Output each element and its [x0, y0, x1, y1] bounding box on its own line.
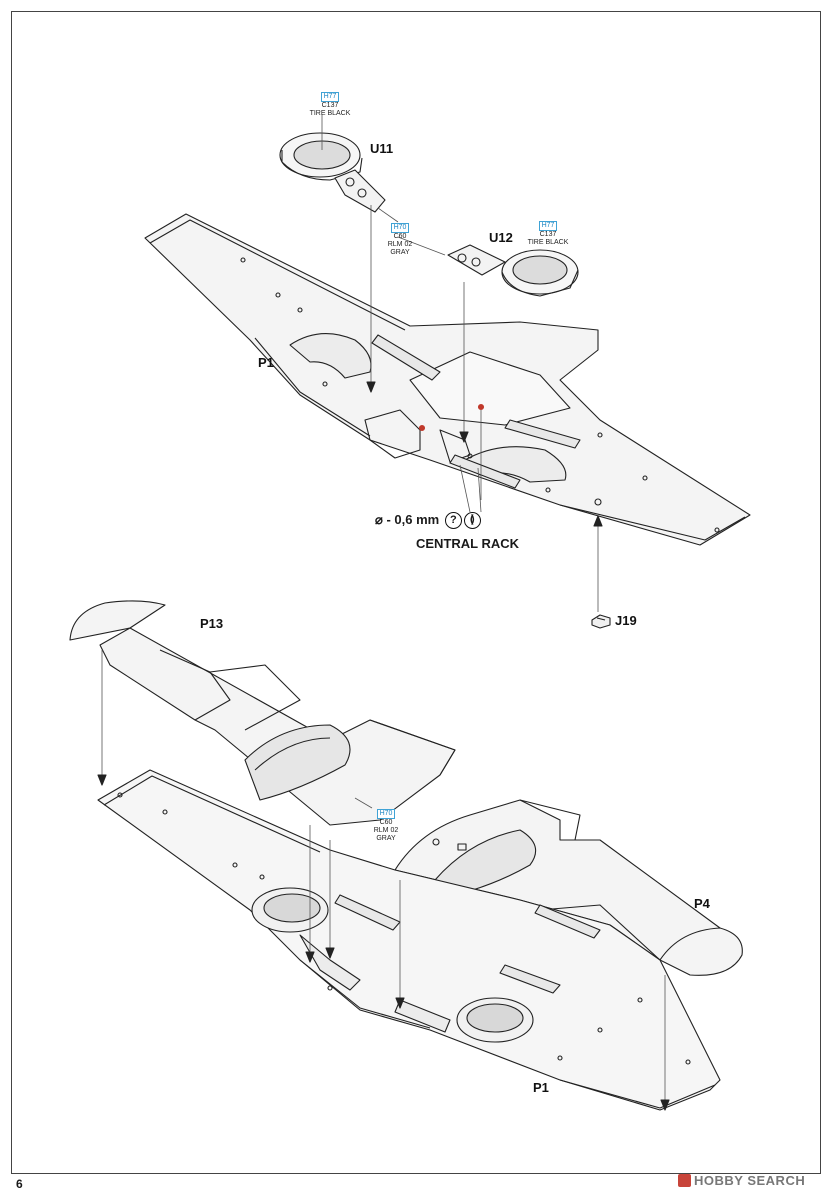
paint-name: RLM 02 [373, 827, 399, 834]
paint-callout-rlm-top: H70 C60 RLM 02 GRAY [380, 223, 420, 257]
part-label-u11: U11 [370, 141, 394, 156]
drill-circle-icon: ≬ [463, 512, 481, 530]
wing-lower-p1-bottom [97, 769, 721, 1111]
paint-code-h: H77 [538, 221, 558, 231]
part-label-p1-bottom: P1 [533, 1080, 549, 1095]
page-number: 6 [16, 1177, 23, 1191]
paint-name: RLM 02 [387, 241, 413, 248]
paint-code-c: C60 [379, 819, 393, 826]
hobby-search-logo-icon [678, 1174, 691, 1187]
wing-upper-p13 [69, 600, 456, 826]
paint-name: TIRE BLACK [527, 239, 569, 246]
paint-code-h: H70 [376, 809, 396, 819]
paint-code-h: H70 [390, 223, 410, 233]
part-label-u12: U12 [489, 230, 513, 245]
watermark: HOBBY SEARCH [678, 1173, 805, 1188]
paint-callout-rlm-bottom: H70 C60 RLM 02 GRAY [366, 809, 406, 843]
paint-code-c: C137 [321, 102, 339, 109]
paint-code-c: C137 [539, 231, 557, 238]
paint-name: TIRE BLACK [309, 110, 351, 117]
part-label-j19: J19 [615, 613, 637, 628]
part-label-p1-top: P1 [258, 355, 274, 370]
part-u12 [447, 244, 579, 297]
part-u11 [279, 132, 386, 213]
paint-name-2: GRAY [376, 835, 396, 842]
central-rack-label: CENTRAL RACK [416, 536, 520, 551]
wing-lower-p1-top [144, 213, 751, 546]
paint-callout-u12: H77 C137 TIRE BLACK [524, 221, 572, 247]
paint-code-c: C60 [393, 233, 407, 240]
part-label-p13: P13 [200, 616, 224, 631]
drill-note: ⌀ - 0,6 mm ?≬ [375, 512, 481, 530]
paint-code-h: H77 [320, 92, 340, 102]
watermark-text: HOBBY SEARCH [694, 1173, 806, 1188]
part-label-p4: P4 [694, 896, 710, 911]
paint-callout-u11: H77 C137 TIRE BLACK [306, 92, 354, 118]
paint-name-2: GRAY [390, 249, 410, 256]
page-frame [11, 11, 821, 1174]
part-j19 [591, 614, 611, 629]
drill-diameter: ⌀ - 0,6 mm [375, 512, 440, 527]
question-circle-icon: ? [444, 512, 462, 530]
